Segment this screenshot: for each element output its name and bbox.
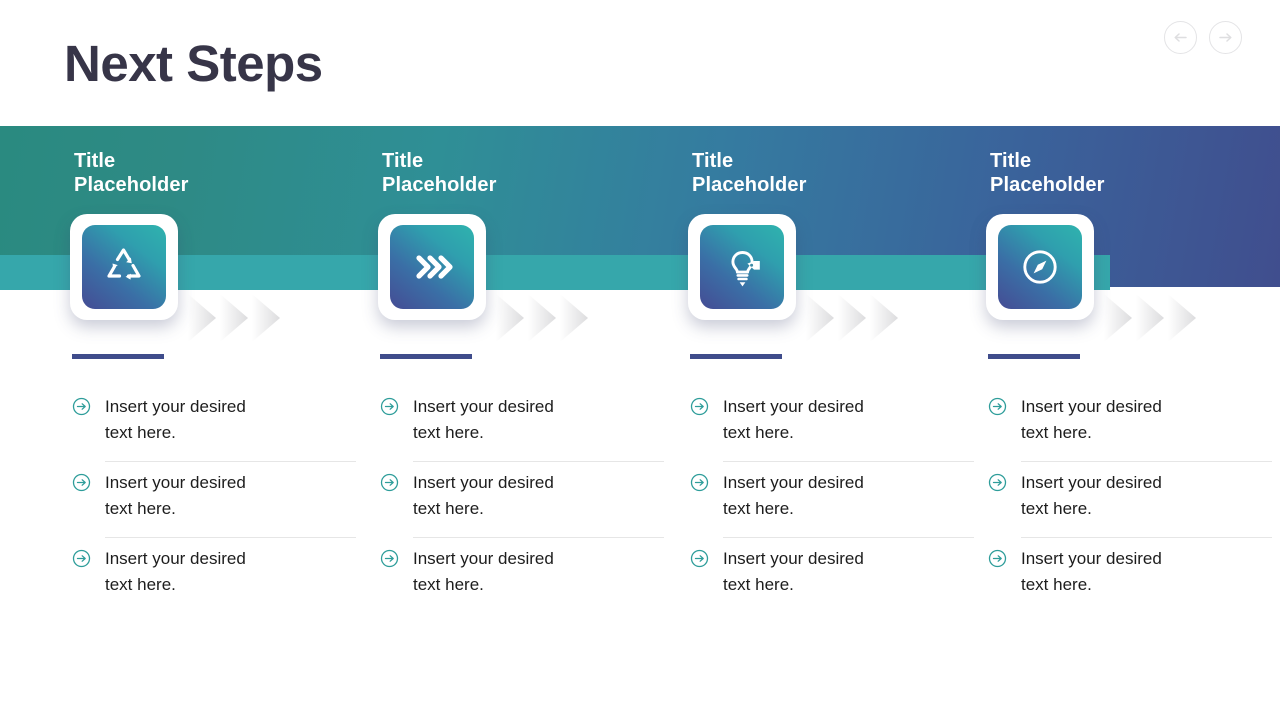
arrow-left-circle-icon	[1172, 29, 1189, 46]
tile-face	[998, 225, 1082, 309]
arrow-right-circle-icon	[690, 549, 709, 568]
next-slide-button[interactable]	[1209, 21, 1242, 54]
banner-accent-stripe	[0, 255, 1110, 290]
step-title-1: Title Placeholder	[74, 150, 189, 197]
list-item-text: Insert your desired text here.	[723, 473, 864, 518]
tile-face	[390, 225, 474, 309]
step-bullets-3: Insert your desired text here. Insert yo…	[690, 386, 974, 613]
list-item-text: Insert your desired text here.	[723, 397, 864, 442]
arrow-right-circle-icon	[988, 473, 1007, 492]
step-title-4: Title Placeholder	[990, 150, 1105, 197]
list-item-text: Insert your desired text here.	[413, 397, 554, 442]
list-item[interactable]: Insert your desired text here.	[988, 461, 1272, 537]
step-rule-bar-3	[690, 354, 782, 359]
step-rule-bar-2	[380, 354, 472, 359]
arrow-right-circle-icon	[380, 397, 399, 416]
list-item-text: Insert your desired text here.	[1021, 473, 1162, 518]
arrow-right-circle-icon	[1217, 29, 1234, 46]
step-icon-tile-4[interactable]	[986, 214, 1096, 322]
chevron-trio-4	[1102, 290, 1232, 351]
step-rule-bar-4	[988, 354, 1080, 359]
list-item-text: Insert your desired text here.	[413, 549, 554, 594]
step-bullets-2: Insert your desired text here. Insert yo…	[380, 386, 664, 613]
step-icon-tile-3[interactable]	[688, 214, 798, 322]
chevron-trio-3	[804, 290, 934, 351]
chevron-trio-1	[186, 290, 316, 351]
page-title: Next Steps	[64, 35, 323, 92]
compass-icon	[1016, 243, 1064, 291]
step-rule-bar-1	[72, 354, 164, 359]
arrow-right-circle-icon	[690, 397, 709, 416]
arrow-right-circle-icon	[72, 473, 91, 492]
list-item[interactable]: Insert your desired text here.	[988, 537, 1272, 613]
recycle-icon	[100, 243, 148, 291]
list-item[interactable]: Insert your desired text here.	[690, 537, 974, 613]
step-column-2: Title Placeholder	[372, 0, 680, 720]
list-item-text: Insert your desired text here.	[105, 397, 246, 442]
step-title-3: Title Placeholder	[692, 150, 807, 197]
list-item-text: Insert your desired text here.	[105, 549, 246, 594]
step-bullets-1: Insert your desired text here. Insert yo…	[72, 386, 356, 613]
arrow-right-circle-icon	[72, 549, 91, 568]
prev-slide-button[interactable]	[1164, 21, 1197, 54]
step-icon-tile-2[interactable]	[378, 214, 488, 322]
list-item-text: Insert your desired text here.	[105, 473, 246, 518]
list-item[interactable]: Insert your desired text here.	[690, 461, 974, 537]
arrow-right-circle-icon	[690, 473, 709, 492]
step-column-1: Title Placeholder	[64, 0, 372, 720]
list-item-text: Insert your desired text here.	[723, 549, 864, 594]
tile-face	[82, 225, 166, 309]
arrow-right-circle-icon	[988, 549, 1007, 568]
arrow-right-circle-icon	[988, 397, 1007, 416]
chevron-trio-2	[494, 290, 624, 351]
step-column-3: Title Placeholder	[682, 0, 990, 720]
tile-face	[700, 225, 784, 309]
list-item[interactable]: Insert your desired text here.	[380, 537, 664, 613]
arrow-right-circle-icon	[380, 473, 399, 492]
list-item[interactable]: Insert your desired text here.	[988, 386, 1272, 461]
list-item[interactable]: Insert your desired text here.	[380, 461, 664, 537]
list-item-text: Insert your desired text here.	[1021, 549, 1162, 594]
lightbulb-tag-icon	[718, 243, 766, 291]
list-item[interactable]: Insert your desired text here.	[690, 386, 974, 461]
step-title-2: Title Placeholder	[382, 150, 497, 197]
list-item[interactable]: Insert your desired text here.	[380, 386, 664, 461]
list-item[interactable]: Insert your desired text here.	[72, 386, 356, 461]
slide-navigation	[1164, 21, 1242, 54]
list-item[interactable]: Insert your desired text here.	[72, 461, 356, 537]
step-column-4: Title Placeholder	[980, 0, 1280, 720]
step-icon-tile-1[interactable]	[70, 214, 180, 322]
step-bullets-4: Insert your desired text here. Insert yo…	[988, 386, 1272, 613]
arrow-right-circle-icon	[72, 397, 91, 416]
list-item-text: Insert your desired text here.	[1021, 397, 1162, 442]
list-item[interactable]: Insert your desired text here.	[72, 537, 356, 613]
double-chevron-right-icon	[408, 243, 456, 291]
arrow-right-circle-icon	[380, 549, 399, 568]
list-item-text: Insert your desired text here.	[413, 473, 554, 518]
